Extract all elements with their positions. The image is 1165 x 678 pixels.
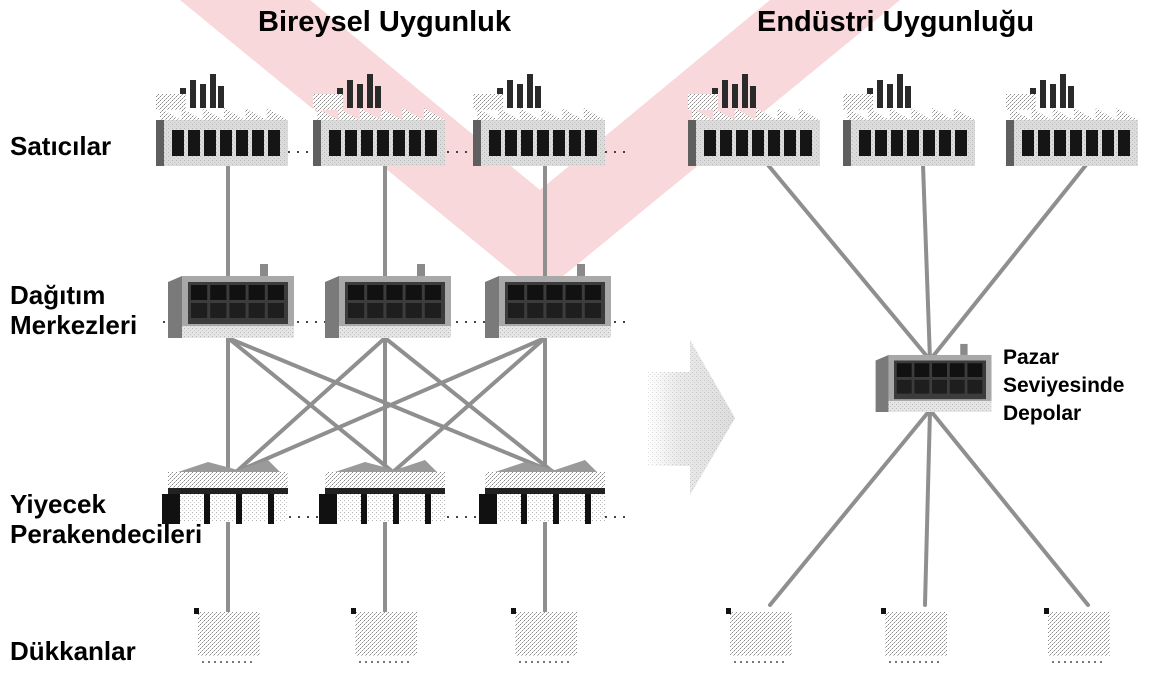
vendor-to-hub-line [923, 165, 930, 360]
row-label-food-retailers: Yiyecek Perakendecileri [10, 489, 202, 549]
row-label-distribution-line-1: Dağıtım [10, 280, 137, 310]
factory-icon [156, 74, 288, 166]
row-label-retailers-line-1: Yiyecek [10, 489, 202, 519]
store-icon [511, 608, 577, 662]
hub-to-store-line [930, 410, 1088, 605]
cross-link-line [236, 338, 385, 472]
row-label-distribution-centers: Dağıtım Merkezleri [10, 280, 137, 340]
cross-link-line [236, 338, 545, 472]
title-individual-fit: Bireysel Uygunluk [258, 6, 511, 39]
store-icon [351, 608, 417, 662]
warehouse-label: Pazar Seviyesinde Depolar [1003, 344, 1124, 428]
row-label-stores: Dükkanlar [10, 636, 136, 666]
distribution-center-icon [325, 264, 451, 338]
factory-icon [1006, 74, 1138, 166]
distribution-center-icon [168, 264, 294, 338]
factory-icon [843, 74, 975, 166]
store-icon [194, 608, 260, 662]
food-retailer-icon [479, 460, 605, 524]
food-retailer-icon [319, 460, 445, 524]
transition-arrow-icon [648, 340, 735, 495]
factory-icon [473, 74, 605, 166]
store-icon [726, 608, 792, 662]
store-icon [1044, 608, 1110, 662]
row-label-vendors: Satıcılar [10, 131, 111, 161]
hub-to-store-line [925, 410, 930, 605]
row-label-retailers-line-2: Perakendecileri [10, 519, 202, 549]
cross-link-line [393, 338, 545, 472]
vendor-to-hub-line [930, 165, 1086, 360]
row-label-distribution-line-2: Merkezleri [10, 310, 137, 340]
warehouse-label-line-2: Seviyesinde [1003, 372, 1124, 400]
title-industry-fit: Endüstri Uygunluğu [757, 6, 1034, 39]
warehouse-label-line-3: Depolar [1003, 400, 1124, 428]
store-icon [881, 608, 947, 662]
warehouse-label-line-1: Pazar [1003, 344, 1124, 372]
vendor-to-hub-line [768, 165, 930, 360]
hub-to-store-line [770, 410, 930, 605]
